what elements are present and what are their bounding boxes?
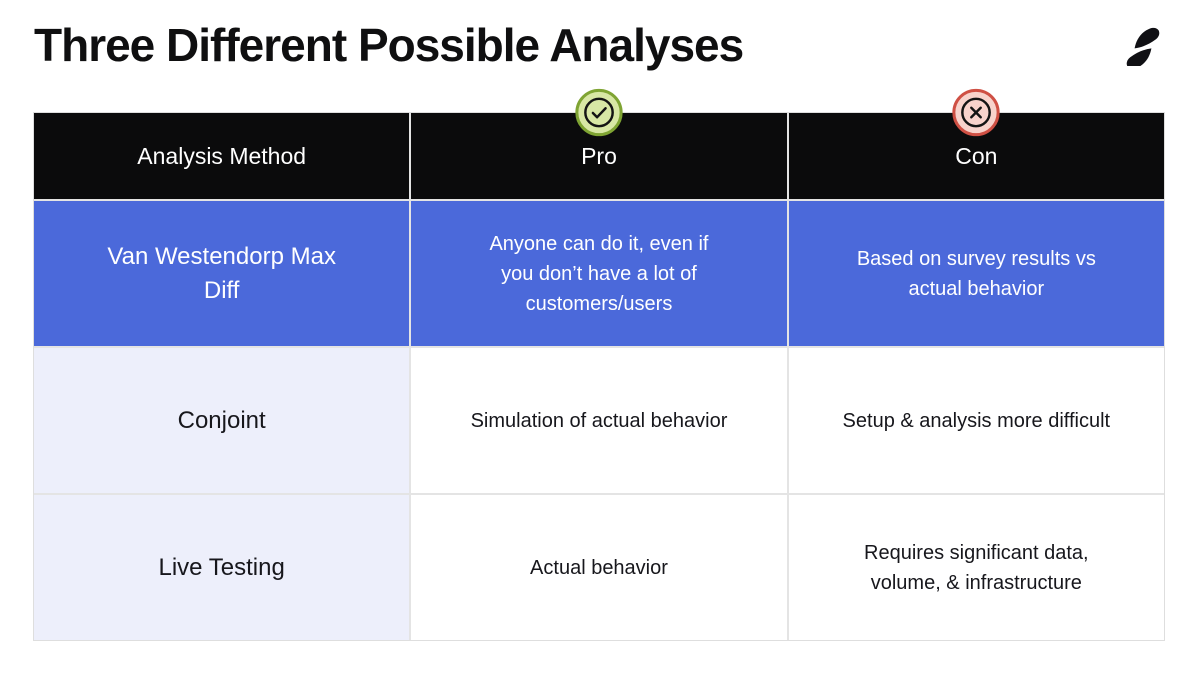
method-cell-van-westendorp: Van Westendorp Max Diff — [34, 201, 410, 346]
header-con-label: Con — [955, 142, 998, 169]
method-label: Live Testing — [158, 553, 285, 581]
con-cell-van-westendorp: Based on survey results vs actual behavi… — [788, 201, 1164, 346]
method-cell-live-testing: Live Testing — [34, 495, 410, 640]
header-con: Con — [788, 88, 1164, 199]
page-title: Three Different Possible Analyses — [34, 19, 744, 71]
x-circle-icon — [952, 88, 1001, 137]
header-analysis-method: Analysis Method — [34, 113, 410, 199]
con-cell-conjoint: Setup & analysis more difficult — [788, 348, 1164, 493]
check-circle-icon — [574, 88, 623, 137]
con-text: Requires significant data, volume, & inf… — [864, 541, 1089, 594]
pro-cell-van-westendorp: Anyone can do it, even if you don’t have… — [411, 201, 787, 346]
pro-text: Actual behavior — [530, 556, 668, 579]
analysis-table: Analysis Method Pro Con Van Westendorp M… — [33, 88, 1165, 641]
header-analysis-method-label: Analysis Method — [137, 142, 307, 169]
header-pro: Pro — [411, 88, 787, 199]
method-label: Van Westendorp Max Diff — [107, 242, 336, 304]
pro-text: Simulation of actual behavior — [470, 409, 728, 432]
header-pro-label: Pro — [581, 142, 617, 169]
method-cell-conjoint: Conjoint — [34, 348, 410, 493]
con-cell-live-testing: Requires significant data, volume, & inf… — [788, 495, 1164, 640]
con-text: Setup & analysis more difficult — [842, 409, 1111, 432]
method-label: Conjoint — [177, 406, 266, 434]
pro-cell-live-testing: Actual behavior — [411, 495, 787, 640]
pro-text: Anyone can do it, even if you don’t have… — [489, 232, 709, 315]
con-text: Based on survey results vs actual behavi… — [856, 247, 1096, 300]
reforge-mark-icon — [1122, 24, 1164, 69]
pro-cell-conjoint: Simulation of actual behavior — [411, 348, 787, 493]
